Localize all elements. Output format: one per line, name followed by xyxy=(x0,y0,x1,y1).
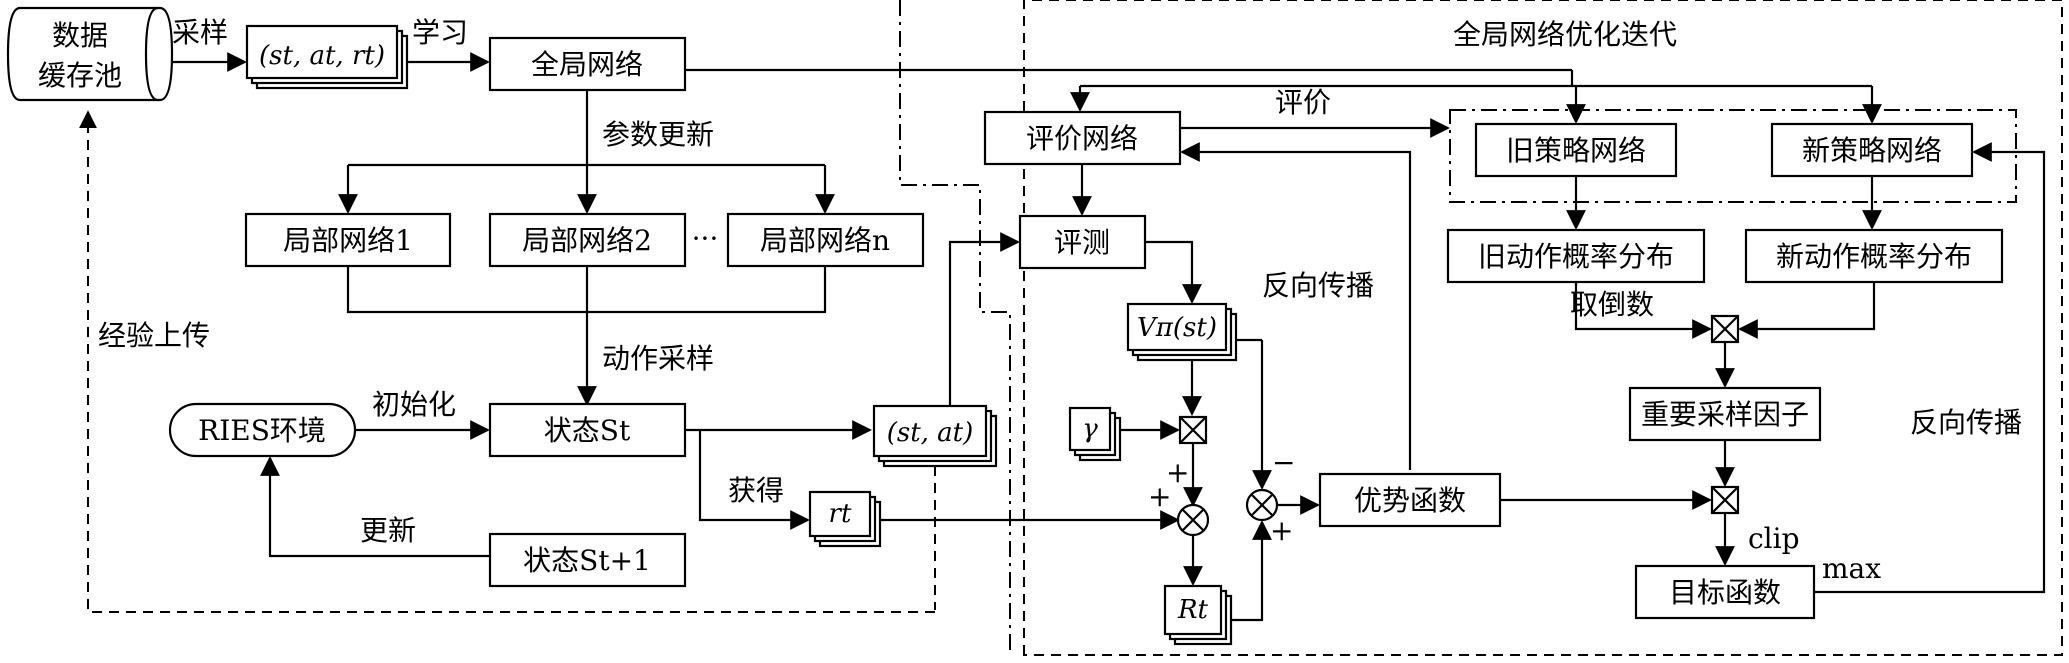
local-network-n-box xyxy=(726,212,925,268)
sum-node xyxy=(1176,503,1210,537)
old-action-dist-label: 旧动作概率分布 xyxy=(1478,240,1674,273)
global-optimization-region xyxy=(1023,0,2063,656)
gamma-stack: γ xyxy=(1068,406,1122,462)
reciprocal-label: 取倒数 xyxy=(1570,288,1654,321)
plus-left: + xyxy=(1148,480,1171,513)
backprop-label-1: 反向传播 xyxy=(1262,269,1374,302)
state-st1-box xyxy=(488,532,687,588)
state-action-tuple: (st, at) xyxy=(887,418,974,448)
local-network-1-label: 局部网络1 xyxy=(283,224,413,257)
state-action-stack: (st, at) xyxy=(872,404,998,468)
importance-factor-box xyxy=(1628,386,1822,442)
experience-upload-label: 经验上传 xyxy=(98,319,210,352)
minus-sign: − xyxy=(1272,446,1295,479)
new-dist-to-product-arrow xyxy=(1738,282,1876,339)
transition-stack: (st, at, rt) xyxy=(245,24,409,90)
reward-symbol: rt xyxy=(829,499,852,529)
update-label: 更新 xyxy=(360,514,416,547)
region-boundary-dashdot xyxy=(899,0,1011,655)
plus-top: + xyxy=(1166,456,1189,489)
state-to-reward-arrow xyxy=(698,430,810,530)
multiply-node-ratio xyxy=(1710,314,1740,344)
ellipsis: ··· xyxy=(692,222,719,255)
local-network-n-label: 局部网络n xyxy=(760,224,890,257)
evaluate-label: 评价 xyxy=(1275,86,1331,119)
policy-networks-region xyxy=(1449,109,2017,203)
local-network-2-label: 局部网络2 xyxy=(522,224,652,257)
advantage-fn-label: 优势函数 xyxy=(1354,484,1466,517)
backprop-label-2: 反向传播 xyxy=(1910,406,2022,439)
objective-fn-label: 目标函数 xyxy=(1669,576,1781,609)
old-action-dist-box xyxy=(1446,228,1706,284)
action-sampling-label: 动作采样 xyxy=(602,342,714,375)
data-buffer-pool: 数据 缓存池 xyxy=(6,6,174,102)
ries-env-label: RIES环境 xyxy=(198,414,326,447)
new-policy-box xyxy=(1770,122,1974,178)
local-network-2-box xyxy=(488,212,687,268)
return-stack: Rt xyxy=(1163,584,1233,646)
initialize-label: 初始化 xyxy=(372,388,456,421)
assess-to-value-arrow xyxy=(1145,240,1202,304)
transition-tuple: (st, at, rt) xyxy=(259,41,385,71)
global-iter-title: 全局网络优化迭代 xyxy=(1453,18,1677,51)
value-function-stack: Vπ(st) xyxy=(1126,302,1238,362)
clip-label: clip xyxy=(1748,522,1800,555)
state-st-label: 状态St xyxy=(544,414,631,447)
gamma-symbol: γ xyxy=(1082,414,1098,444)
tuple-to-assess-arrow xyxy=(948,232,1020,406)
importance-factor-label: 重要采样因子 xyxy=(1641,398,1809,431)
advantage-fn-box xyxy=(1318,472,1502,528)
backprop-arrow-2 xyxy=(1814,142,2046,594)
new-action-dist-label: 新动作概率分布 xyxy=(1776,240,1972,273)
multiply-node-surrogate xyxy=(1710,485,1740,515)
return-symbol: Rt xyxy=(1177,595,1209,625)
global-network-box xyxy=(488,36,687,92)
multiply-node-gamma xyxy=(1178,415,1208,445)
max-label: max xyxy=(1822,552,1881,585)
critic-network-box xyxy=(983,110,1182,166)
param-update-label: 参数更新 xyxy=(602,118,714,151)
global-network-label: 全局网络 xyxy=(531,48,643,81)
plus-bottom: + xyxy=(1270,514,1293,547)
state-st1-label: 状态St+1 xyxy=(523,544,651,577)
reward-stack: rt xyxy=(808,490,882,548)
old-policy-label: 旧策略网络 xyxy=(1506,134,1646,167)
assess-label: 评测 xyxy=(1054,226,1110,259)
return-to-diff-arrow xyxy=(1231,520,1272,622)
new-policy-label: 新策略网络 xyxy=(1802,134,1942,167)
critic-network-label: 评价网络 xyxy=(1026,122,1138,155)
data-pool-label-2: 缓存池 xyxy=(38,59,122,92)
sample-label: 采样 xyxy=(172,16,228,49)
data-pool-label-1: 数据 xyxy=(52,19,108,52)
assess-box xyxy=(1018,214,1147,270)
learn-label: 学习 xyxy=(412,16,468,49)
update-arrow xyxy=(260,456,490,558)
backprop-arrow-1 xyxy=(1180,142,1412,470)
obtain-label: 获得 xyxy=(728,474,784,507)
value-function-symbol: Vπ(st) xyxy=(1137,313,1217,343)
objective-fn-box xyxy=(1634,564,1816,620)
experience-upload-path xyxy=(79,110,935,613)
reciprocal-arrow xyxy=(1574,282,1712,339)
